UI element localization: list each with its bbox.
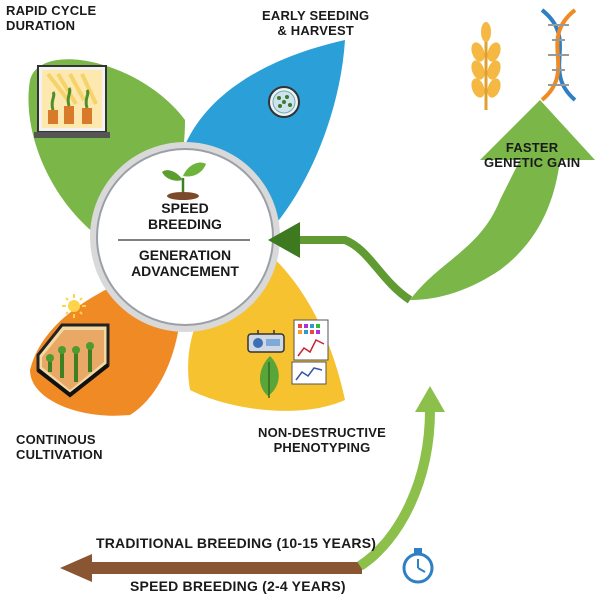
label-non-destructive: NON-DESTRUCTIVE PHENOTYPING — [258, 425, 386, 455]
gain-arrow-tail — [300, 236, 413, 304]
label-faster-genetic-gain: FASTER GENETIC GAIN — [484, 140, 580, 170]
center-speed-breeding: SPEED BREEDING — [120, 200, 250, 232]
label-rapid-cycle-line1: RAPID CYCLE — [6, 3, 97, 18]
sun-icon — [62, 294, 86, 318]
label-early-seeding-line1: EARLY SEEDING — [262, 8, 370, 23]
label-rapid-cycle-line2: DURATION — [6, 18, 76, 33]
speed-arrow-head — [415, 386, 445, 412]
label-gain-line2: GENETIC GAIN — [484, 155, 581, 170]
traditional-arrow-head — [60, 554, 92, 582]
petri-dish-icon — [268, 86, 300, 118]
center-circle — [96, 148, 274, 326]
greenhouse-icon — [36, 323, 110, 398]
label-gain-line1: FASTER — [505, 140, 559, 155]
label-continous-cultivation: CONTINOUS CULTIVATION — [16, 432, 103, 462]
label-rapid-cycle: RAPID CYCLE DURATION — [6, 3, 96, 33]
speed-arrow — [357, 409, 435, 571]
center-generation-advancement: GENERATION ADVANCEMENT — [110, 247, 260, 279]
growth-chamber-icon — [34, 65, 110, 138]
label-non-destructive-line2: PHENOTYPING — [273, 440, 371, 455]
label-continous-line2: CULTIVATION — [16, 447, 103, 462]
seedling-icon — [162, 162, 206, 200]
center-generation: GENERATION — [138, 247, 232, 263]
center-advancement: ADVANCEMENT — [131, 263, 239, 279]
label-early-seeding-line2: & HARVEST — [277, 23, 355, 38]
gain-arrow — [410, 100, 595, 300]
center-speed: SPEED — [161, 200, 209, 216]
label-non-destructive-line1: NON-DESTRUCTIVE — [258, 425, 386, 440]
leaf-icon — [259, 356, 279, 398]
label-traditional-breeding: TRADITIONAL BREEDING (10-15 YEARS) — [96, 535, 377, 551]
label-speed-breeding: SPEED BREEDING (2-4 YEARS) — [130, 578, 346, 594]
label-early-seeding: EARLY SEEDING & HARVEST — [262, 8, 369, 38]
chart-icon — [291, 319, 329, 385]
sensor-icon — [247, 330, 285, 353]
wheat-icon — [471, 22, 501, 110]
gain-arrow-head — [268, 222, 300, 258]
label-continous-line1: CONTINOUS — [16, 432, 96, 447]
dna-icon — [540, 8, 577, 102]
stopwatch-icon — [402, 548, 434, 584]
center-breeding: BREEDING — [148, 216, 222, 232]
